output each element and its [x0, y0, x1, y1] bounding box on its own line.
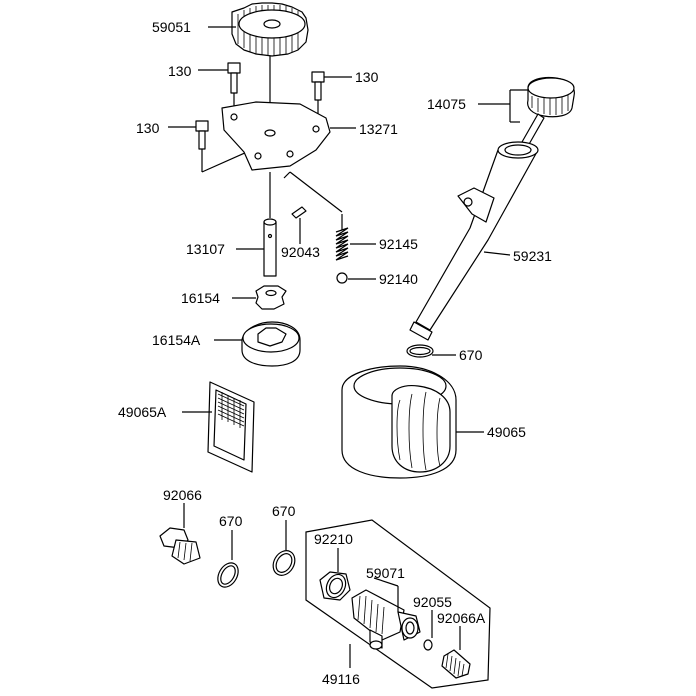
label-130-b: 130 [355, 69, 379, 85]
label-92145: 92145 [379, 236, 418, 252]
spring-part [335, 214, 349, 261]
shaft-part [263, 218, 277, 277]
dipstick-cap-part [521, 76, 575, 147]
pin-part [291, 206, 307, 219]
pump-cover-part [221, 101, 331, 171]
bolt-part-c [195, 120, 209, 172]
oring-plug-part [217, 562, 239, 588]
oil-screen-part [207, 381, 255, 473]
label-670-pipe: 670 [459, 347, 483, 363]
oring-fitting-part [272, 550, 296, 576]
oil-filler-pipe-part [409, 141, 539, 341]
label-92066a: 92066A [437, 610, 486, 626]
label-13107: 13107 [186, 241, 225, 257]
label-92043: 92043 [281, 244, 320, 260]
label-670-plug: 670 [219, 513, 243, 529]
label-59051: 59051 [152, 19, 191, 35]
label-670-fitting: 670 [272, 503, 296, 519]
label-130-c: 130 [136, 120, 160, 136]
label-13271: 13271 [359, 121, 398, 137]
drain-plug-part [159, 527, 201, 565]
gear-part [231, 2, 309, 57]
label-16154: 16154 [181, 290, 220, 306]
nut-part [319, 571, 351, 601]
inner-rotor-part [255, 285, 287, 310]
label-59071: 59071 [366, 565, 405, 581]
ball-part [336, 272, 348, 284]
label-130-a: 130 [168, 63, 192, 79]
label-49116: 49116 [322, 671, 360, 687]
washer-part [423, 639, 433, 651]
label-92055: 92055 [413, 594, 452, 610]
label-59231: 59231 [513, 248, 552, 264]
label-14075: 14075 [427, 96, 466, 112]
assembly-outline [305, 519, 491, 689]
label-49065a: 49065A [118, 404, 167, 420]
oring-pipe-part [406, 344, 434, 358]
label-92066: 92066 [163, 487, 202, 503]
oil-filter-part [341, 365, 457, 479]
small-plug-part [441, 649, 471, 679]
label-49065: 49065 [487, 424, 526, 440]
label-92210: 92210 [314, 531, 353, 547]
label-92140: 92140 [379, 271, 418, 287]
fitting-part [351, 589, 421, 650]
outer-rotor-part [241, 321, 301, 367]
label-16154a: 16154A [152, 332, 201, 348]
